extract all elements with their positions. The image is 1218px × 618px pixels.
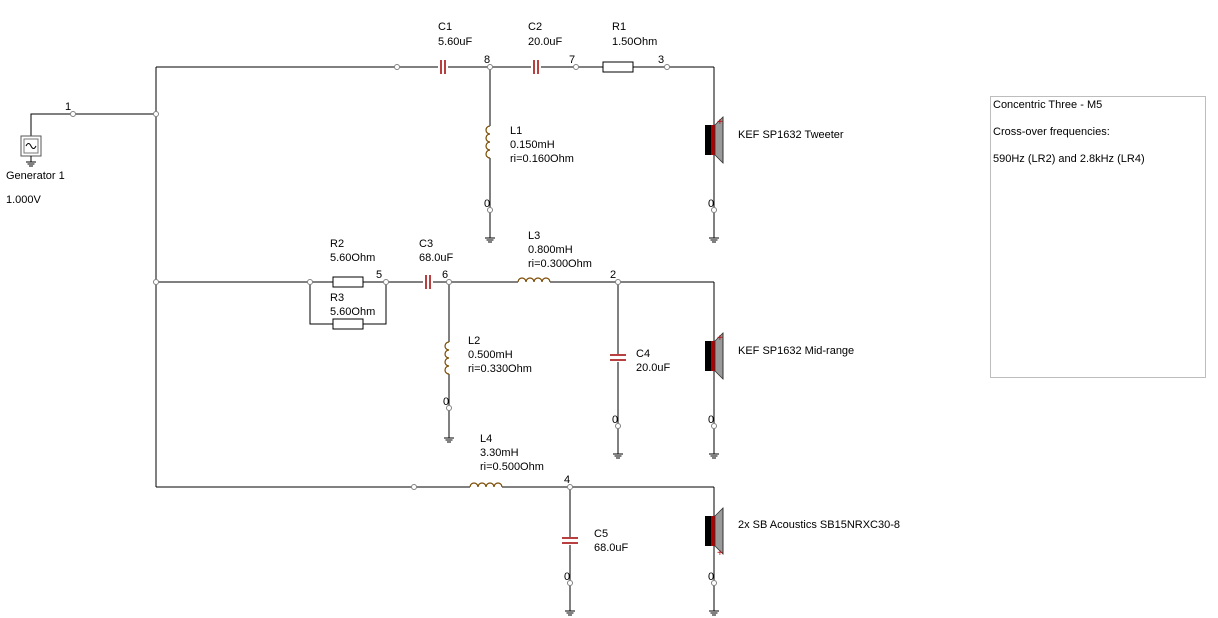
ground-node-label: 0 <box>708 414 714 426</box>
node-1-label: 1 <box>65 101 71 113</box>
ground-node-label: 0 <box>443 396 449 408</box>
r2-value: 5.60Ohm <box>330 252 375 264</box>
note-line-1: Cross-over frequencies: <box>993 126 1110 138</box>
note-title: Concentric Three - M5 <box>993 99 1103 111</box>
tweeter-plus-sign: + <box>717 117 723 128</box>
design-note-box[interactable]: Concentric Three - M5 Cross-over frequen… <box>990 96 1206 378</box>
c2-value: 20.0uF <box>528 36 563 48</box>
node-7-label: 7 <box>569 54 575 66</box>
ground-icons <box>443 231 720 616</box>
wires <box>30 66 715 605</box>
r1-value: 1.50Ohm <box>612 36 657 48</box>
c3-value: 68.0uF <box>419 252 454 264</box>
node-markers[interactable] <box>70 64 717 586</box>
node-8-label: 8 <box>484 54 490 66</box>
c4-symbol[interactable] <box>610 354 626 361</box>
node-6-label: 6 <box>442 269 448 281</box>
c3-symbol[interactable] <box>423 275 433 289</box>
c5-label: C5 <box>594 528 608 540</box>
node-2-label: 2 <box>610 269 616 281</box>
c1-value: 5.60uF <box>438 36 473 48</box>
midrange-plus-sign: + <box>717 333 723 344</box>
l2-symbol[interactable] <box>443 341 455 375</box>
c5-symbol[interactable] <box>562 537 578 544</box>
r3-symbol[interactable] <box>332 318 364 330</box>
ground-node-label: 0 <box>484 198 490 210</box>
l1-label: L1 <box>510 125 522 137</box>
l4-ri: ri=0.500Ohm <box>480 461 544 473</box>
c2-label: C2 <box>528 21 542 33</box>
node-4-label: 4 <box>564 474 570 486</box>
ground-node-label: 0 <box>564 571 570 583</box>
generator-ground-icon <box>25 155 37 167</box>
ground-node-label: 0 <box>708 198 714 210</box>
c1-symbol[interactable] <box>438 60 448 74</box>
l2-ri: ri=0.330Ohm <box>468 363 532 375</box>
tweeter-name-label: KEF SP1632 Tweeter <box>738 129 844 141</box>
c4-label: C4 <box>636 348 650 360</box>
ground-node-label: 0 <box>612 414 618 426</box>
r3-value: 5.60Ohm <box>330 306 375 318</box>
c1-label: C1 <box>438 21 452 33</box>
note-line-2: 590Hz (LR2) and 2.8kHz (LR4) <box>993 153 1145 165</box>
generator-symbol[interactable] <box>20 135 42 157</box>
c3-label: C3 <box>419 238 433 250</box>
l3-ri: ri=0.300Ohm <box>528 258 592 270</box>
l2-value: 0.500mH <box>468 349 513 361</box>
r1-label: R1 <box>612 21 626 33</box>
l4-label: L4 <box>480 433 492 445</box>
midrange-name-label: KEF SP1632 Mid-range <box>738 345 854 357</box>
node-3-label: 3 <box>658 54 664 66</box>
node-5-label: 5 <box>376 269 382 281</box>
l3-symbol[interactable] <box>517 276 551 286</box>
l4-value: 3.30mH <box>480 447 519 459</box>
c5-value: 68.0uF <box>594 542 629 554</box>
l4-symbol[interactable] <box>469 481 503 491</box>
r2-symbol[interactable] <box>332 276 364 288</box>
ground-node-label: 0 <box>708 571 714 583</box>
woofer-name-label: 2x SB Acoustics SB15NRXC30-8 <box>738 519 900 531</box>
l2-label: L2 <box>468 335 480 347</box>
l1-symbol[interactable] <box>484 125 496 159</box>
l3-label: L3 <box>528 230 540 242</box>
woofer-plus-sign: + <box>717 548 723 559</box>
generator-name-label: Generator 1 <box>6 170 65 182</box>
r2-label: R2 <box>330 238 344 250</box>
l1-value: 0.150mH <box>510 139 555 151</box>
c4-value: 20.0uF <box>636 362 671 374</box>
r1-symbol[interactable] <box>602 61 634 73</box>
l1-ri: ri=0.160Ohm <box>510 153 574 165</box>
generator-value-label: 1.000V <box>6 194 42 206</box>
l3-value: 0.800mH <box>528 244 573 256</box>
c2-symbol[interactable] <box>531 60 541 74</box>
r3-label: R3 <box>330 292 344 304</box>
